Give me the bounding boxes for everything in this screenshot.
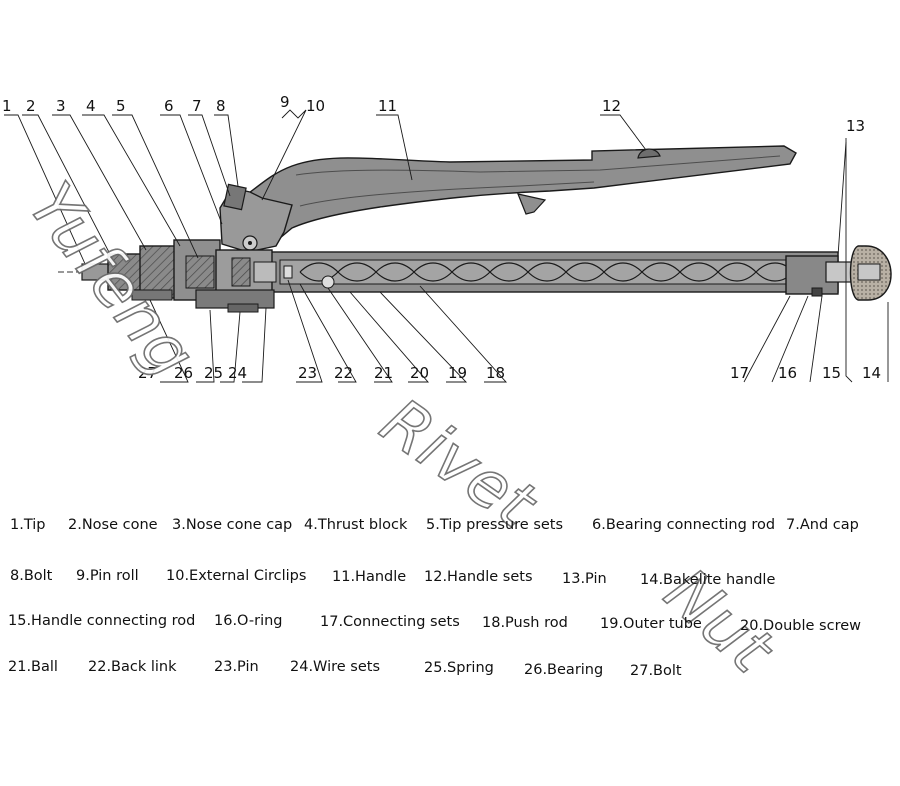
callout-5: 5 bbox=[116, 97, 126, 115]
legend-item-2: 2.Nose cone bbox=[68, 517, 158, 533]
callout-7: 7 bbox=[192, 97, 202, 115]
callout-17: 17 bbox=[730, 364, 749, 382]
callout-16: 16 bbox=[778, 364, 797, 382]
pin-23 bbox=[283, 265, 293, 279]
push-rod-mirror bbox=[299, 262, 795, 282]
legend-item-5: 5.Tip pressure sets bbox=[426, 517, 564, 533]
legend-item-1: 1.Tip bbox=[10, 517, 46, 533]
callout-22: 22 bbox=[334, 364, 353, 382]
legend-item-6: 6.Bearing connecting rod bbox=[592, 517, 776, 533]
callout-27: 27 bbox=[138, 364, 157, 382]
callout-24: 24 bbox=[228, 364, 247, 382]
pin-13 bbox=[857, 263, 881, 281]
tip-pressure-sets bbox=[185, 255, 215, 289]
callout-6: 6 bbox=[164, 97, 174, 115]
callout-3: 3 bbox=[56, 97, 66, 115]
legend-item-7: 7.And cap bbox=[786, 517, 859, 533]
legend-item-18: 18.Push rod bbox=[482, 615, 568, 631]
legend-item-4: 4.Thrust block bbox=[304, 517, 408, 533]
ball bbox=[321, 275, 335, 289]
legend-item-19: 19.Outer tube bbox=[600, 616, 702, 632]
legend-item-16: 16.O-ring bbox=[214, 613, 283, 629]
callout-18: 18 bbox=[486, 364, 505, 382]
nose-cone-cap bbox=[139, 245, 179, 299]
callout-11: 11 bbox=[378, 97, 397, 115]
bolt-27 bbox=[131, 289, 173, 301]
legend-item-21: 21.Ball bbox=[8, 659, 58, 675]
callout-25: 25 bbox=[204, 364, 223, 382]
callout-12: 12 bbox=[602, 97, 621, 115]
legend-item-25: 25.Spring bbox=[424, 660, 494, 676]
legend-item-9: 9.Pin roll bbox=[76, 568, 139, 584]
callout-1: 1 bbox=[2, 97, 12, 115]
spring bbox=[227, 303, 259, 313]
legend-item-22: 22.Back link bbox=[88, 659, 177, 675]
callout-14: 14 bbox=[862, 364, 881, 382]
callout-2: 2 bbox=[26, 97, 36, 115]
legend-item-15: 15.Handle connecting rod bbox=[8, 613, 196, 629]
callout-20: 20 bbox=[410, 364, 429, 382]
legend-item-12: 12.Handle sets bbox=[424, 569, 533, 585]
callout-23: 23 bbox=[298, 364, 317, 382]
callout-15: 15 bbox=[822, 364, 841, 382]
callout-numbers: 1 2 3 4 5 6 7 8 9 10 11 12 13 14 15 16 1… bbox=[2, 93, 881, 382]
upper-handle-ridge bbox=[295, 155, 781, 176]
legend-item-10: 10.External Circlips bbox=[166, 568, 307, 584]
legend-item-13: 13.Pin bbox=[562, 571, 607, 587]
callout-19: 19 bbox=[448, 364, 467, 382]
callout-26: 26 bbox=[174, 364, 193, 382]
handle-fin bbox=[517, 193, 547, 215]
legend-item-27: 27.Bolt bbox=[630, 663, 682, 679]
callout-13: 13 bbox=[846, 117, 865, 135]
callout-8: 8 bbox=[216, 97, 226, 115]
legend-item-26: 26.Bearing bbox=[524, 662, 604, 678]
and-cap bbox=[223, 183, 247, 211]
legend-item-14: 14.Bakelite handle bbox=[640, 572, 776, 588]
leader-lines bbox=[4, 109, 889, 383]
handle-sets-knob bbox=[637, 148, 661, 159]
upper-handle-inner-ridge bbox=[299, 181, 595, 207]
back-link bbox=[253, 261, 277, 283]
legend-item-11: 11.Handle bbox=[332, 569, 407, 585]
legend-item-20: 20.Double screw bbox=[740, 618, 861, 634]
legend-item-23: 23.Pin bbox=[214, 659, 259, 675]
callout-9: 9 bbox=[280, 93, 290, 111]
callout-4: 4 bbox=[86, 97, 96, 115]
nose-cone bbox=[107, 253, 145, 291]
pin-roll-center bbox=[248, 241, 252, 245]
legend-item-24: 24.Wire sets bbox=[290, 659, 380, 675]
legend-item-3: 3.Nose cone cap bbox=[172, 517, 293, 533]
legend-item-8: 8.Bolt bbox=[10, 568, 53, 584]
bearing bbox=[231, 257, 251, 287]
upper-handle bbox=[230, 145, 797, 239]
callout-21: 21 bbox=[374, 364, 393, 382]
o-ring bbox=[811, 287, 823, 297]
callout-10: 10 bbox=[306, 97, 325, 115]
legend-item-17: 17.Connecting sets bbox=[320, 614, 460, 630]
